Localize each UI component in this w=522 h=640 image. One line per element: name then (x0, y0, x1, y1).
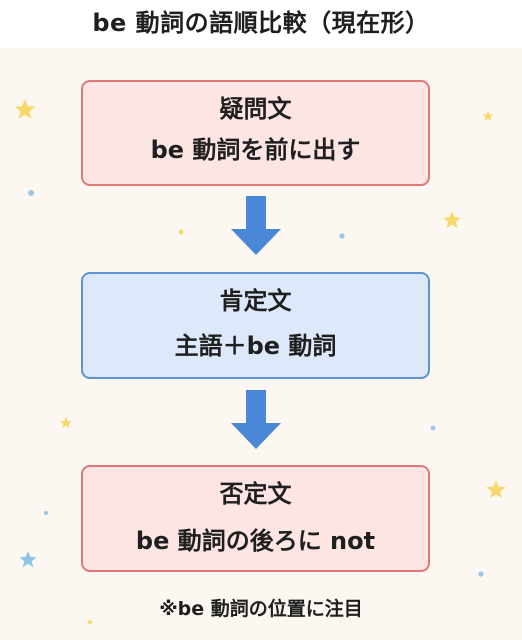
dot-icon (44, 511, 48, 515)
dot-icon (28, 190, 34, 196)
header-bar: be 動詞の語順比較（現在形） (0, 0, 522, 48)
question-rule: be 動詞を前に出す (150, 136, 361, 164)
star-icon (486, 480, 506, 499)
affirmative-box: 肯定文 主語＋be 動詞 (81, 272, 430, 379)
dot-icon (478, 571, 484, 577)
negative-rule: be 動詞の後ろに not (135, 527, 376, 555)
question-box: 疑問文 be 動詞を前に出す (81, 80, 430, 186)
footnote: ※be 動詞の位置に注目 (159, 598, 363, 620)
diagram-title: be 動詞の語順比較（現在形） (92, 9, 430, 37)
dot-icon (339, 233, 345, 239)
negative-box: 否定文 be 動詞の後ろに not (81, 465, 430, 572)
star-icon (443, 211, 461, 229)
affirmative-rule: 主語＋be 動詞 (174, 332, 337, 360)
star-icon (60, 417, 72, 428)
star-icon (482, 111, 494, 121)
star-icon (14, 99, 36, 119)
star-icon (19, 551, 37, 568)
dot-icon (178, 229, 184, 235)
question-heading: 疑問文 (219, 95, 292, 123)
negative-heading: 否定文 (219, 480, 292, 508)
down-arrow-icon (231, 196, 281, 255)
affirmative-heading: 肯定文 (219, 287, 292, 315)
dot-icon (430, 425, 436, 431)
down-arrow-icon (231, 390, 281, 449)
